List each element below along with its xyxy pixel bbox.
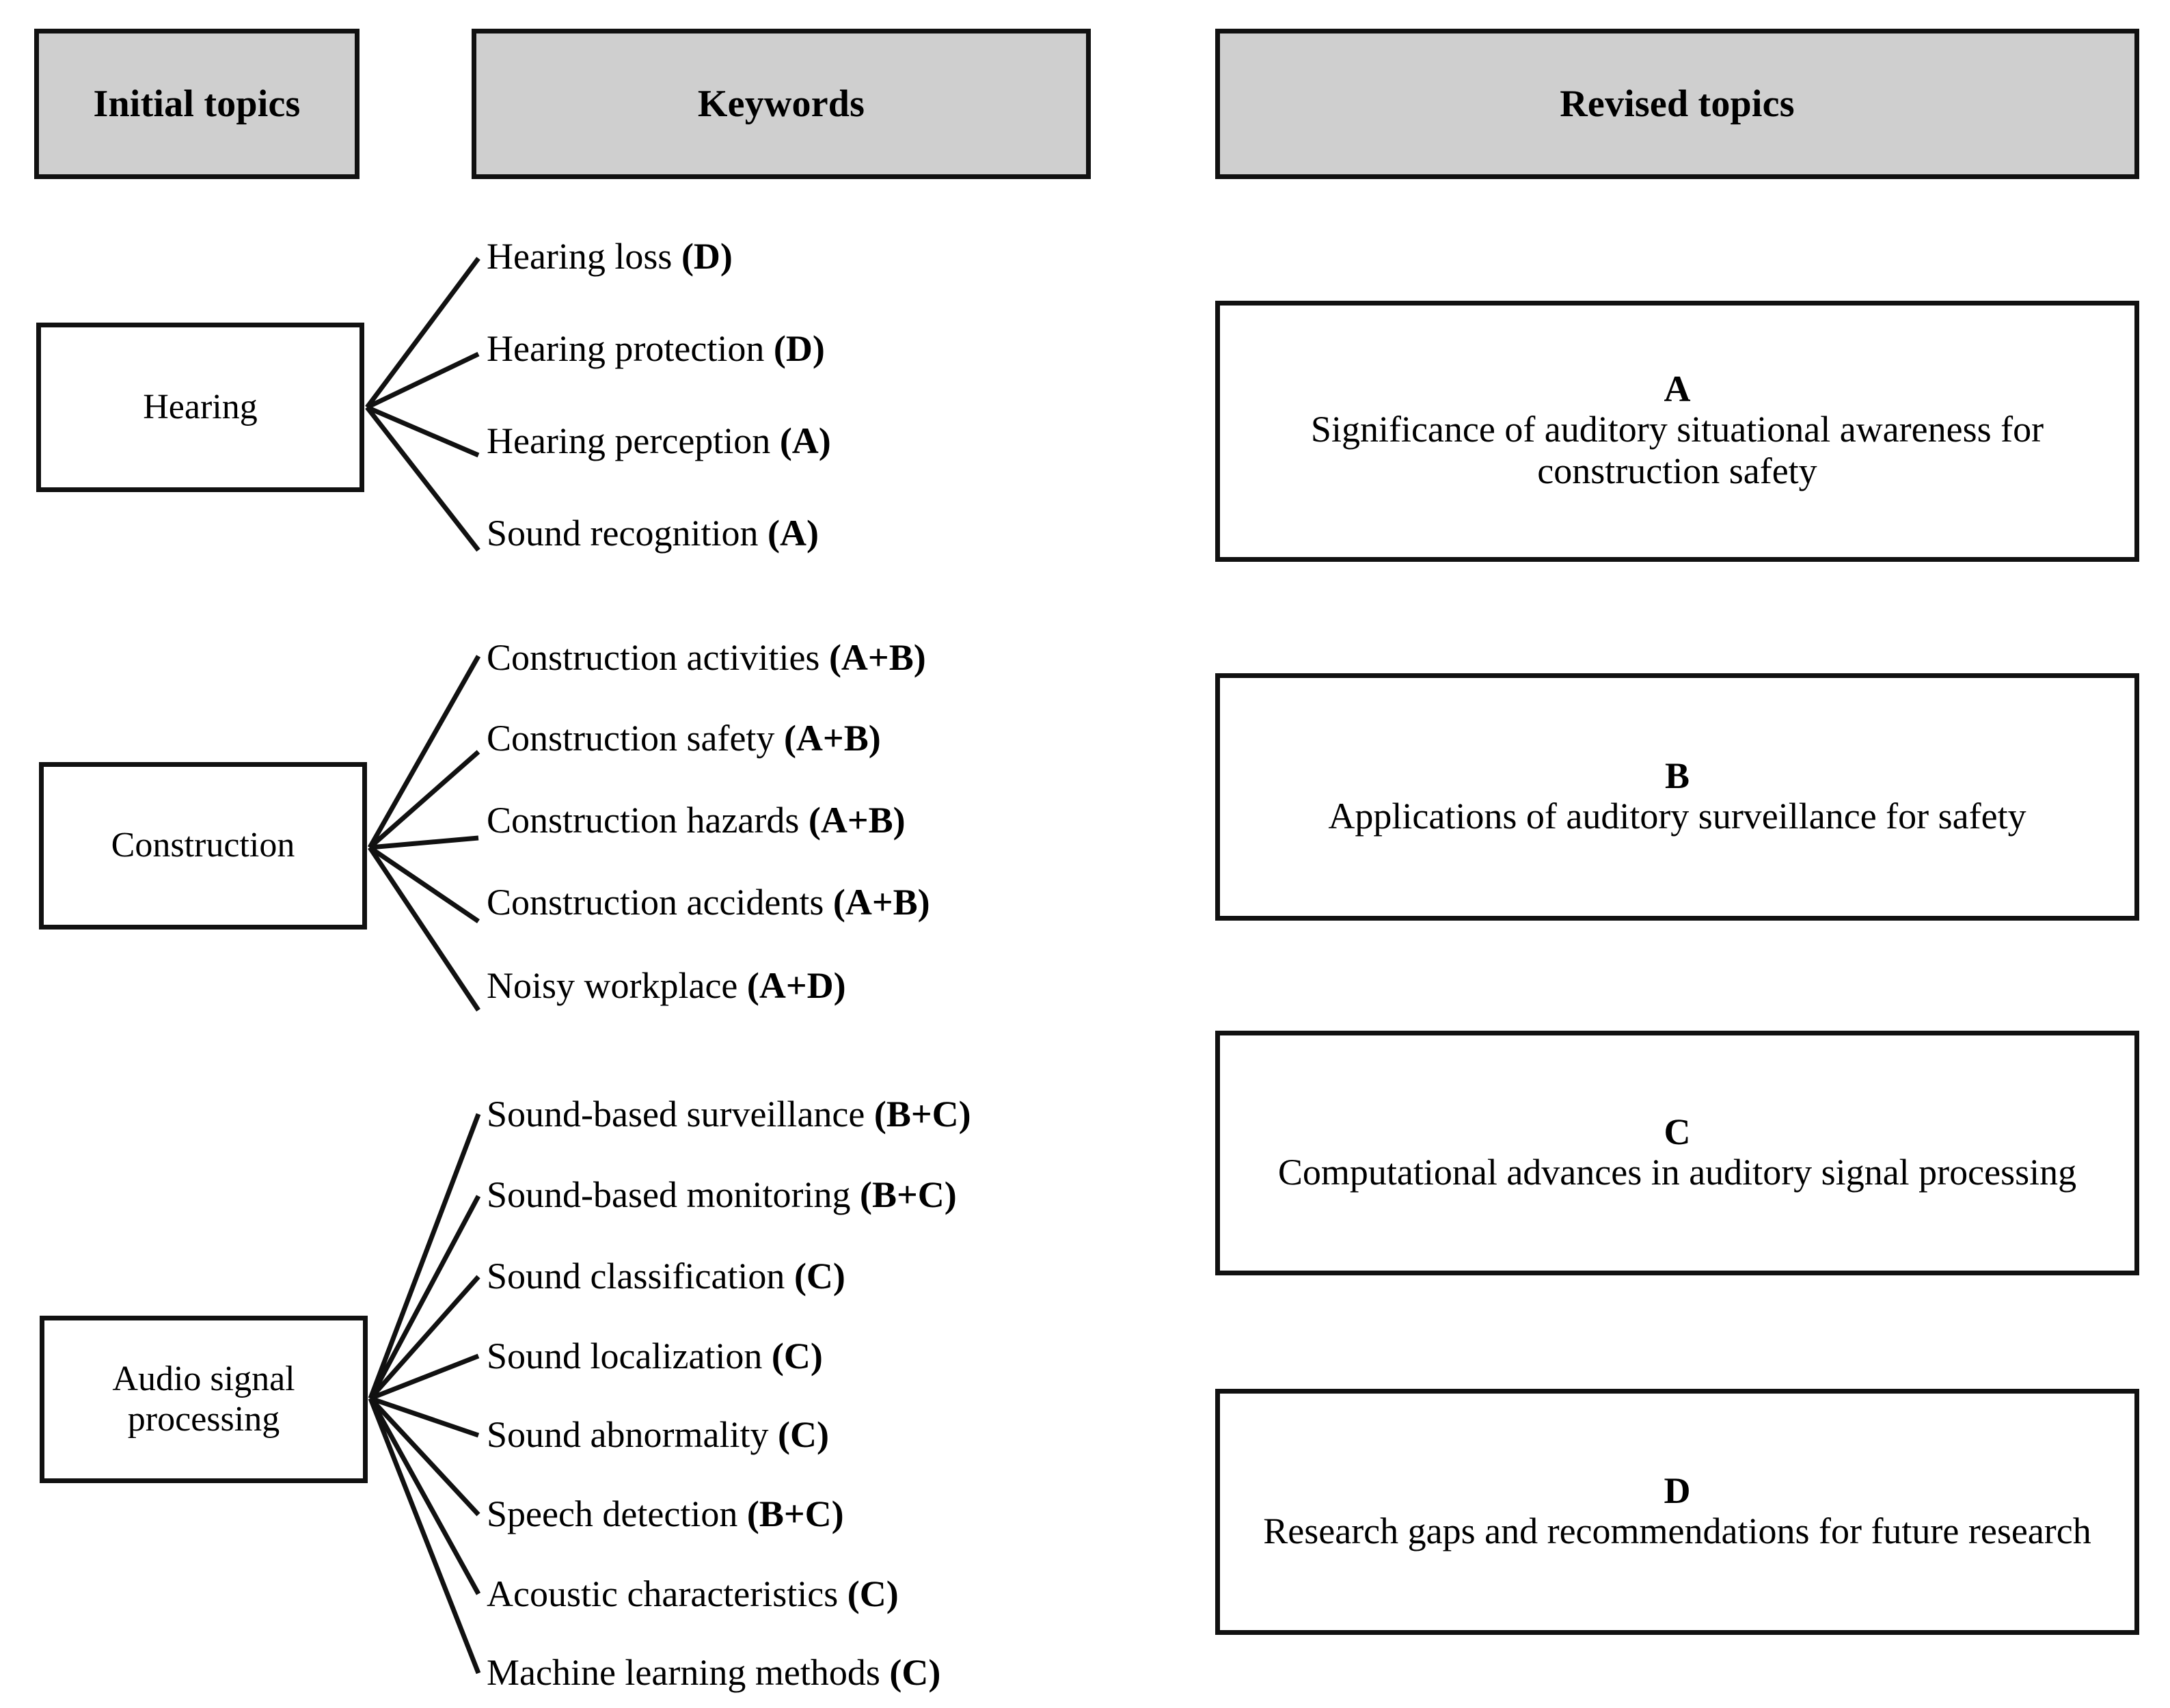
keyword-code: (A+D): [746, 965, 846, 1006]
connector-audio-6: [368, 1396, 480, 1517]
keyword-code: (B+C): [746, 1493, 844, 1534]
keyword-code: (B+C): [873, 1094, 971, 1135]
revised-topic-text: Significance of auditory situational awa…: [1310, 408, 2044, 492]
keyword-code: (A+B): [832, 882, 930, 923]
topic-label-construction: Construction: [111, 826, 295, 865]
keyword-audio-2[interactable]: Sound-based monitoring (B+C): [487, 1176, 957, 1213]
revised-topic-text: Computational advances in auditory signa…: [1277, 1151, 2077, 1193]
keyword-code: (C): [889, 1652, 941, 1693]
revised-topic-letter: D: [1664, 1469, 1691, 1511]
keyword-audio-7[interactable]: Acoustic characteristics (C): [487, 1575, 899, 1612]
header-keywords-label: Keywords: [697, 83, 865, 125]
keyword-code: (A): [779, 420, 831, 461]
keyword-term: Sound localization: [487, 1336, 772, 1377]
keyword-code: (A+B): [783, 718, 881, 759]
connector-construction-4: [368, 845, 480, 923]
keyword-audio-1[interactable]: Sound-based surveillance (B+C): [487, 1096, 971, 1133]
keyword-term: Sound abnormality: [487, 1414, 778, 1455]
revised-topic-box-c[interactable]: C Computational advances in auditory sig…: [1215, 1031, 2139, 1275]
revised-topic-text: Applications of auditory surveillance fo…: [1328, 795, 2026, 837]
connector-construction-5: [368, 846, 480, 1012]
topic-label-hearing: Hearing: [143, 387, 258, 426]
keyword-term: Machine learning methods: [487, 1652, 890, 1693]
keyword-term: Noisy workplace: [487, 965, 747, 1006]
keyword-term: Sound recognition: [487, 513, 768, 554]
topic-box-audio[interactable]: Audio signal processing: [40, 1316, 368, 1483]
keyword-term: Hearing loss: [487, 236, 681, 277]
connector-construction-1: [367, 655, 481, 849]
connector-construction-2: [368, 750, 480, 850]
revised-topic-letter: B: [1664, 755, 1690, 796]
keyword-term: Hearing protection: [487, 328, 774, 369]
connector-audio-7: [368, 1397, 481, 1595]
keyword-term: Construction activities: [487, 637, 829, 678]
connector-hearing-2: [366, 351, 480, 410]
keyword-term: Construction accidents: [487, 882, 833, 923]
connector-audio-5: [369, 1396, 480, 1438]
keyword-term: Sound-based surveillance: [487, 1094, 874, 1135]
revised-topic-letter: A: [1664, 368, 1691, 410]
connector-hearing-4: [365, 405, 480, 552]
keyword-term: Acoustic characteristics: [487, 1573, 847, 1614]
header-revised-topics: Revised topics: [1215, 29, 2139, 179]
keyword-code: (C): [794, 1256, 845, 1297]
keyword-construction-3[interactable]: Construction hazards (A+B): [487, 802, 906, 839]
revised-topic-box-d[interactable]: D Research gaps and recommendations for …: [1215, 1389, 2139, 1635]
keyword-code: (C): [777, 1414, 829, 1455]
keyword-audio-8[interactable]: Machine learning methods (C): [487, 1654, 940, 1691]
header-initial-topics: Initial topics: [34, 29, 360, 179]
topic-box-construction[interactable]: Construction: [39, 762, 367, 930]
keyword-code: (D): [773, 328, 825, 369]
keyword-construction-4[interactable]: Construction accidents (A+B): [487, 884, 930, 921]
keyword-term: Construction safety: [487, 718, 784, 759]
keyword-hearing-3[interactable]: Hearing perception (A): [487, 422, 831, 459]
keyword-code: (A): [767, 513, 819, 554]
revised-topic-letter: C: [1664, 1111, 1691, 1152]
keyword-term: Hearing perception: [487, 420, 780, 461]
keyword-hearing-2[interactable]: Hearing protection (D): [487, 330, 825, 367]
keyword-code: (D): [681, 236, 733, 277]
keyword-term: Speech detection: [487, 1493, 747, 1534]
connector-audio-1: [368, 1113, 481, 1400]
connector-hearing-3: [366, 405, 480, 458]
keyword-code: (A+B): [828, 637, 926, 678]
connector-audio-3: [368, 1275, 480, 1400]
keyword-code: (A+B): [808, 800, 906, 841]
keyword-term: Sound-based monitoring: [487, 1174, 860, 1215]
topic-box-hearing[interactable]: Hearing: [36, 323, 364, 492]
keyword-audio-3[interactable]: Sound classification (C): [487, 1258, 845, 1294]
keyword-hearing-1[interactable]: Hearing loss (D): [487, 238, 733, 275]
keyword-code: (C): [847, 1573, 899, 1614]
keyword-term: Sound classification: [487, 1256, 794, 1297]
header-revised-topics-label: Revised topics: [1560, 83, 1795, 125]
keyword-code: (C): [771, 1336, 823, 1377]
connector-audio-2: [368, 1195, 481, 1400]
keyword-construction-2[interactable]: Construction safety (A+B): [487, 720, 881, 757]
keyword-construction-1[interactable]: Construction activities (A+B): [487, 639, 926, 676]
connector-audio-8: [368, 1397, 481, 1675]
keyword-code: (B+C): [859, 1174, 957, 1215]
connector-hearing-1: [365, 256, 480, 409]
keyword-term: Construction hazards: [487, 800, 809, 841]
keyword-construction-5[interactable]: Noisy workplace (A+D): [487, 967, 846, 1004]
header-keywords: Keywords: [472, 29, 1091, 179]
connector-construction-3: [369, 835, 479, 850]
keyword-audio-6[interactable]: Speech detection (B+C): [487, 1495, 844, 1532]
keyword-audio-4[interactable]: Sound localization (C): [487, 1338, 823, 1374]
topic-label-audio: Audio signal processing: [112, 1359, 295, 1439]
connector-audio-4: [369, 1353, 480, 1401]
revised-topic-text: Research gaps and recommendations for fu…: [1263, 1510, 2091, 1551]
revised-topic-box-b[interactable]: B Applications of auditory surveillance …: [1215, 673, 2139, 921]
keyword-hearing-4[interactable]: Sound recognition (A): [487, 515, 819, 552]
keyword-audio-5[interactable]: Sound abnormality (C): [487, 1416, 829, 1453]
revised-topic-box-a[interactable]: A Significance of auditory situational a…: [1215, 301, 2139, 562]
header-initial-topics-label: Initial topics: [93, 83, 301, 125]
